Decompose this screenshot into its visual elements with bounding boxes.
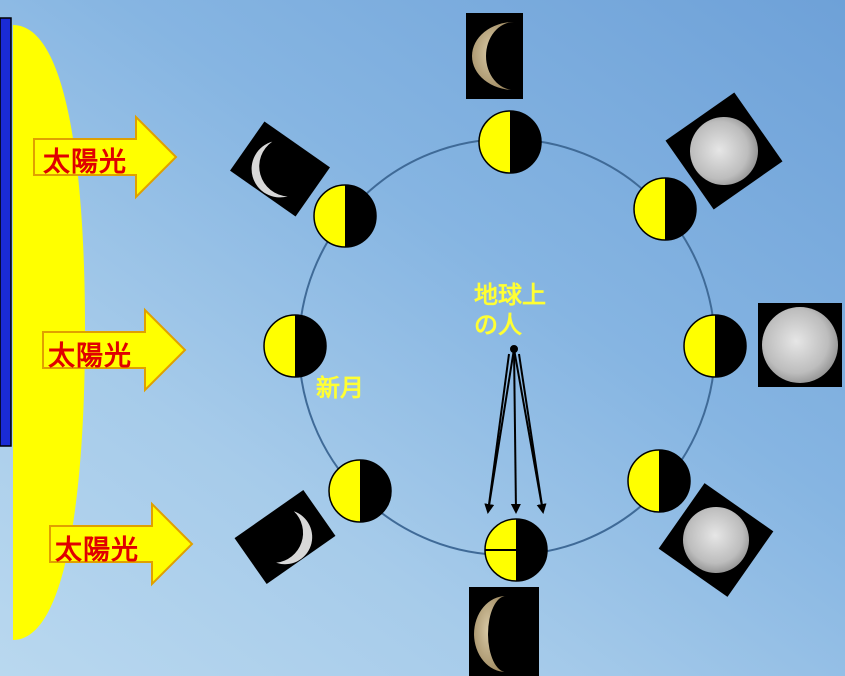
observer-sight-lines bbox=[484, 345, 547, 514]
sunlight-arrow-middle bbox=[42, 307, 187, 393]
moon-top bbox=[478, 110, 542, 174]
photo-full-moon bbox=[758, 303, 842, 387]
moon-bottom bbox=[484, 518, 548, 582]
sunlight-label-bottom: 太陽光 bbox=[55, 535, 139, 566]
sunlight-label-middle: 太陽光 bbox=[48, 341, 132, 372]
photo-waning-crescent bbox=[234, 489, 336, 585]
sunlight-arrow-top bbox=[33, 114, 178, 200]
sunlight-label-top: 太陽光 bbox=[43, 147, 127, 178]
moon-lower-right bbox=[627, 449, 691, 513]
observer-label-line2: の人 bbox=[474, 311, 522, 339]
photo-waxing-gibbous bbox=[665, 92, 783, 210]
new-moon-label: 新月 bbox=[316, 374, 364, 402]
moon-upper-left bbox=[313, 184, 377, 248]
observer-label-line1: 地球上 bbox=[474, 281, 546, 309]
photo-first-quarter bbox=[466, 13, 523, 99]
moon-lower-left bbox=[328, 459, 392, 523]
photo-waxing-crescent bbox=[230, 121, 330, 217]
left-edge-bar bbox=[0, 17, 12, 447]
sunlight-arrow-bottom bbox=[49, 501, 194, 587]
photo-waning-gibbous bbox=[658, 483, 774, 597]
photo-last-quarter bbox=[469, 587, 539, 676]
moon-upper-right bbox=[633, 177, 697, 241]
moon-right bbox=[683, 314, 747, 378]
moon-left-new-moon bbox=[263, 314, 327, 378]
observer-label: 地球上 の人 bbox=[474, 280, 546, 340]
